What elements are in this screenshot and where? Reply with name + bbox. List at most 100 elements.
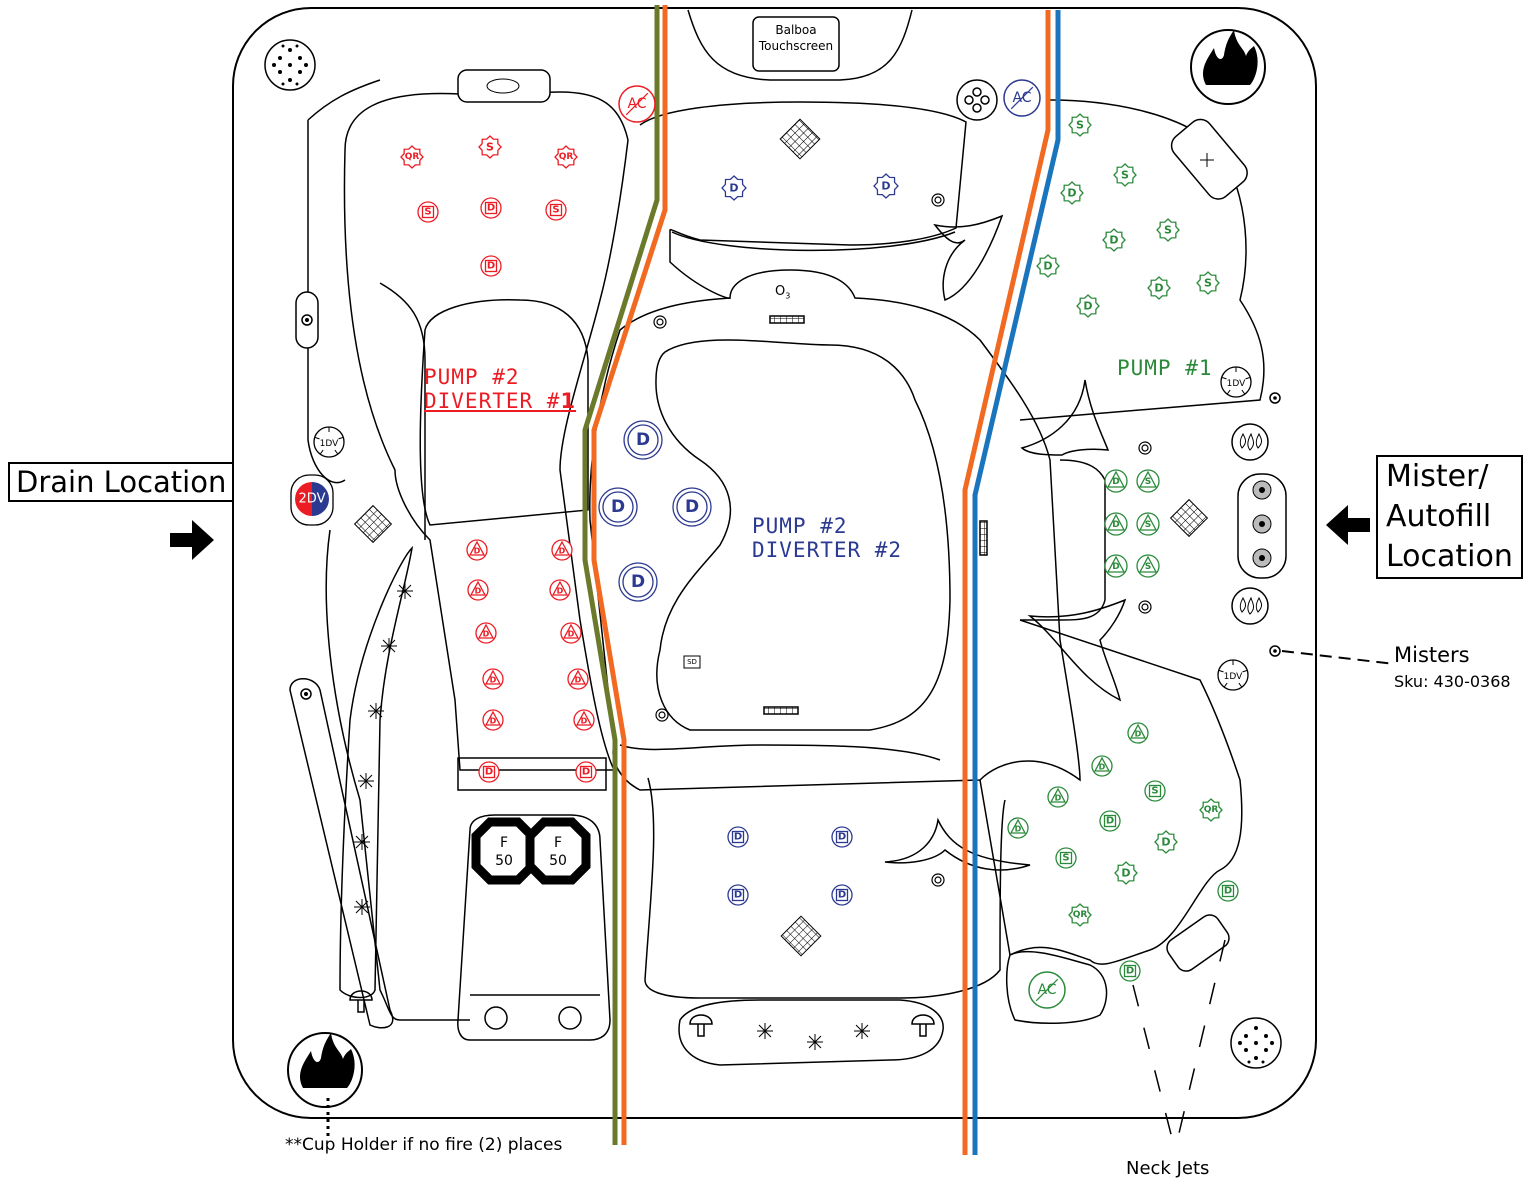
svg-text:D: D [474, 547, 481, 556]
star-jet-icon: QR [1199, 798, 1223, 822]
right-side-vent [979, 520, 988, 556]
star-jet-icon: D [873, 173, 899, 199]
mister-label-line3: Location [1386, 539, 1513, 574]
svg-text:D: D [1161, 836, 1170, 849]
svg-text:D: D [1043, 260, 1052, 273]
misters-jet-dot [1273, 649, 1277, 653]
svg-text:AC: AC [627, 96, 646, 112]
water-drop-valve-icon [1231, 423, 1269, 461]
ring-jet-icon: D [480, 197, 502, 219]
svg-text:S: S [1204, 277, 1212, 290]
filter-left [471, 817, 537, 885]
ring-jet-icon: D [1119, 960, 1141, 982]
svg-text:50: 50 [549, 853, 567, 869]
zone-pump2-div2-line2: DIVERTER #2 [752, 538, 903, 562]
svg-text:D: D [1067, 187, 1076, 200]
pillow-light [486, 78, 520, 94]
air-control-icon: AC [1003, 79, 1041, 117]
star-jet-icon: D [1060, 181, 1084, 205]
drain-arrow [170, 520, 214, 560]
left-armrest-knob [300, 688, 312, 700]
svg-text:D: D [636, 430, 650, 450]
svg-text:S: S [424, 207, 431, 218]
mister-nozzle [1252, 480, 1272, 500]
ring-jet-icon: D [1099, 810, 1121, 832]
ring-jet-icon: D [727, 826, 749, 848]
left-lounge-inner [419, 299, 589, 526]
fire-feature-top-right [1190, 29, 1266, 105]
mister-nozzle [1252, 514, 1272, 534]
triangle-jet-icon: D [482, 668, 504, 690]
accent-dot-center [1273, 396, 1277, 400]
neck-jets-pointer-right [1174, 939, 1226, 1151]
accent-dot [1269, 392, 1281, 404]
ring-jet-icon: D [575, 761, 597, 783]
svg-text:D: D [557, 587, 564, 596]
zone-pump2-diverter2-label: PUMP #2 DIVERTER #2 [752, 514, 902, 562]
ozone-sub: 3 [785, 291, 791, 301]
center-small-jets [653, 193, 1152, 887]
speaker-bottom-right [1230, 1017, 1282, 1069]
svg-text:D: D [581, 717, 588, 726]
zone-pump2-div1-prefix: DIVERTER # [424, 389, 561, 413]
neck-jets-pointer-left [1132, 984, 1176, 1151]
svg-text:D: D [575, 676, 582, 685]
star-jet-icon: QR [1068, 903, 1092, 927]
zone-pump2-div1-digit: 1 [560, 389, 577, 413]
top-center-seat-front [671, 231, 956, 252]
star-jet-icon: D [1114, 861, 1138, 885]
triangle-jet-icon: D [573, 709, 595, 731]
right-seat-lower [979, 619, 1243, 965]
mister-arrow [1326, 505, 1370, 545]
triangle-jet-icon: S [1136, 512, 1160, 536]
svg-text:S: S [1062, 853, 1069, 864]
star-jet-icon: S [1113, 163, 1137, 187]
right-footwell [1020, 459, 1106, 621]
star-jet-icon: S [478, 135, 502, 159]
zone-pump2-div1-line1: PUMP #2 [424, 365, 520, 389]
plumbing-line-orange-left [591, 5, 668, 1145]
triangle-jet-icon: D [482, 709, 504, 731]
svg-text:S: S [1121, 169, 1129, 182]
right-seat-area [1019, 99, 1265, 421]
step-light [558, 1006, 582, 1030]
svg-text:D: D [582, 767, 590, 778]
star-jet-icon: QR [400, 145, 424, 169]
star-jet-icon: D [721, 175, 747, 201]
drain-location-label: Drain Location [8, 462, 235, 502]
svg-text:D: D [483, 630, 490, 639]
speaker-top-left [264, 39, 316, 91]
triangle-jet-icon: S [1136, 469, 1160, 493]
triangle-jet-icon: D [549, 579, 571, 601]
waterfall-bottom [884, 817, 1031, 871]
triangle-jet-icon: S [1136, 554, 1160, 578]
svg-text:AC: AC [1037, 982, 1056, 998]
mister-label-line2: Autofill [1386, 499, 1492, 534]
plumbing-line-orange-right [962, 10, 1051, 1155]
ring-jet-icon: D [831, 884, 853, 906]
svg-text:D: D [568, 630, 575, 639]
spa-shell-outline [232, 7, 1317, 1119]
misters-pointer [1281, 650, 1396, 665]
svg-text:D: D [1126, 966, 1134, 977]
svg-text:D: D [1112, 477, 1119, 487]
triangle-jet-icon: D [1091, 755, 1113, 777]
mister-nozzle [1252, 548, 1272, 568]
ring-jet-icon: S [1055, 847, 1077, 869]
large-jet-icon: D [618, 562, 658, 602]
star-jet-icon: D [1102, 228, 1126, 252]
svg-text:D: D [1099, 763, 1106, 772]
center-footwell [655, 339, 951, 731]
zone-pump2-diverter1-label: PUMP #2 DIVERTER #1 [424, 365, 576, 413]
svg-text:S: S [1145, 477, 1151, 487]
step-light [484, 1006, 508, 1030]
svg-text:D: D [487, 203, 495, 214]
svg-text:D: D [1015, 825, 1022, 834]
svg-text:1DV: 1DV [320, 439, 339, 449]
svg-text:D: D [631, 572, 645, 592]
svg-text:D: D [1112, 520, 1119, 530]
star-jet-icon: S [1196, 271, 1220, 295]
svg-text:D: D [685, 497, 699, 517]
svg-text:QR: QR [405, 152, 420, 162]
